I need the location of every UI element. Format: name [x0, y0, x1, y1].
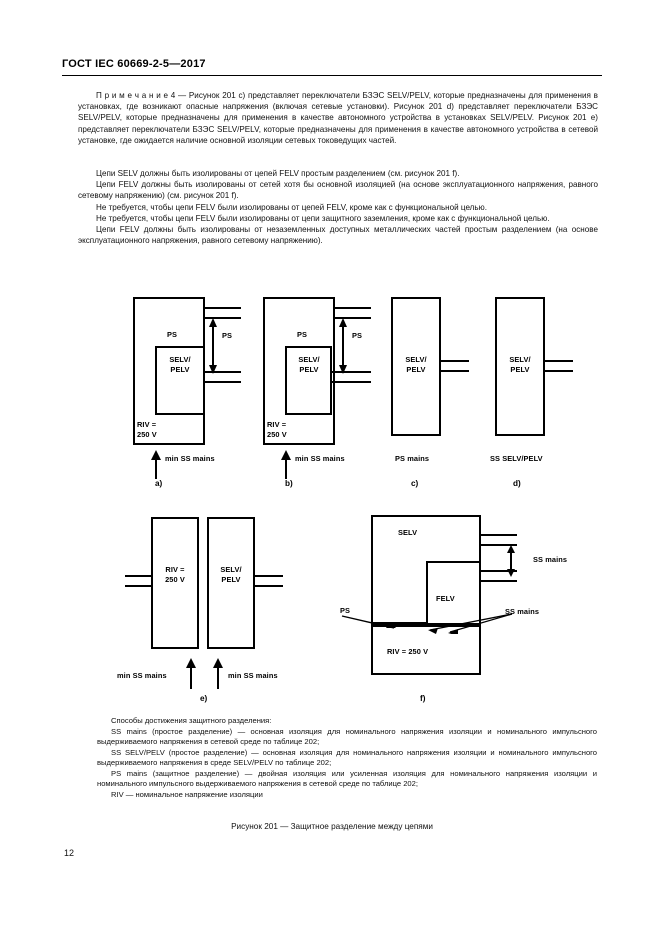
panel-f-terminal-2: [481, 544, 517, 546]
panel-a-terminal-2: [205, 317, 241, 319]
panel-a-outer-label: RIV = 250 V: [137, 420, 157, 439]
panel-b-terminal-3: [332, 371, 371, 373]
panel-f-riv-label: RIV = 250 V: [387, 647, 429, 656]
paragraph-5: Цепи FELV должны быть изолированы от нез…: [78, 225, 598, 246]
panel-e-terminal-left-2: [125, 585, 151, 587]
panel-a-footer-arrow-shaft: [155, 455, 157, 479]
legend-item-ss-mains: SS mains (простое разделение) — основная…: [97, 726, 597, 747]
panel-b-terminal-1: [335, 307, 371, 309]
panel-e-right-arrow-head: [213, 658, 223, 668]
panel-f-key: f): [420, 694, 426, 703]
panel-b-terminal-4: [332, 381, 371, 383]
panel-e-footer-right-label: min SS mains: [228, 671, 278, 680]
panel-d-key: d): [513, 479, 521, 488]
panel-e-terminal-left-1: [125, 575, 151, 577]
panel-e-left-label: RIV = 250 V: [165, 565, 185, 584]
panel-b-inner-box: [285, 346, 332, 415]
panel-d-box: [495, 297, 545, 436]
panel-e-terminal-right-2: [255, 585, 283, 587]
panel-e-left-box: [151, 517, 199, 649]
note-block: П р и м е ч а н и е 4 — Рисунок 201 c) п…: [78, 90, 598, 146]
panel-a-terminal-3: [205, 371, 241, 373]
paragraph-2: Цепи FELV должны быть изолированы от сет…: [78, 180, 598, 201]
panel-a-footer-arrow-head: [151, 450, 161, 460]
panel-c-key: c): [411, 479, 419, 488]
paragraph-1: Цепи SELV должны быть изолированы от цеп…: [96, 169, 460, 178]
panel-e-right-box: [207, 517, 255, 649]
panel-f-felv-label: FELV: [436, 594, 455, 603]
panel-a-inner-box: [155, 346, 205, 415]
panel-b-ps-right: PS: [352, 331, 363, 340]
panel-b-footer-arrow-shaft: [285, 455, 287, 479]
panel-c-box-label: SELV/ PELV: [405, 355, 427, 374]
body-paragraphs: Цепи SELV должны быть изолированы от цеп…: [78, 168, 598, 246]
panel-c-terminal-2: [441, 370, 469, 372]
paragraph-3: Не требуется, чтобы цепи FELV были изоли…: [96, 202, 487, 212]
panel-b-footer-label: min SS mains: [295, 454, 345, 463]
note-paragraph: П р и м е ч а н и е 4 — Рисунок 201 c) п…: [78, 91, 598, 145]
panel-d-footer-label: SS SELV/PELV: [490, 454, 543, 463]
panel-f-ss-arrow-shaft: [510, 549, 512, 571]
legend-item-ps-mains: PS mains (защитное разделение) — двойная…: [97, 768, 597, 789]
figure-caption: Рисунок 201 — Защитное разделение между …: [231, 822, 433, 831]
header-rule: [62, 75, 602, 76]
figure-legend: Способы достижения защитного разделения:…: [97, 716, 597, 800]
panel-f-ss-mains-inner-label: SS mains: [505, 607, 540, 616]
panel-a-ps-arrow-shaft: [212, 322, 214, 368]
panel-f-selv-label: SELV: [398, 528, 418, 537]
panel-a-key: a): [155, 479, 163, 488]
panel-e-right-label: SELV/ PELV: [220, 565, 242, 584]
panel-e-key: e): [200, 694, 208, 703]
panel-f-felv-box: [426, 561, 481, 625]
legend-item-ss-selv-pelv: SS SELV/PELV (простое разделение) — осно…: [97, 747, 597, 768]
panel-e-terminal-right-1: [255, 575, 283, 577]
panel-a-terminal-1: [205, 307, 241, 309]
legend-item-riv: RIV — номинальное напряжение изоляции: [111, 789, 263, 799]
panel-f-terminal-4: [481, 580, 517, 582]
page-number: 12: [64, 848, 75, 858]
panel-a-ps-right: PS: [222, 331, 233, 340]
panel-a-terminal-4: [205, 381, 241, 383]
panel-d-box-label: SELV/ PELV: [509, 355, 531, 374]
panel-b-ps-arrow-shaft: [342, 322, 344, 368]
panel-b-terminal-2: [335, 317, 371, 319]
panel-f-ps-label: PS: [340, 606, 351, 615]
panel-b-inner-label: SELV/ PELV: [298, 355, 320, 374]
panel-a-inner-label: SELV/ PELV: [169, 355, 191, 374]
panel-b-outer-label: RIV = 250 V: [267, 420, 287, 439]
panel-d-terminal-2: [545, 370, 573, 372]
panel-e-left-arrow-head: [186, 658, 196, 668]
panel-f-ps-leader: [341, 615, 396, 629]
paragraph-4: Не требуется, чтобы цепи FELV были изоли…: [96, 213, 550, 223]
panel-f-ss-mains-right-label: SS mains: [533, 555, 568, 564]
page-header: ГОСТ IEC 60669-2-5—2017: [62, 58, 206, 70]
panel-c-terminal-1: [441, 360, 469, 362]
panel-e-footer-left-label: min SS mains: [117, 671, 167, 680]
panel-f-ss-mains-inner-leaders: [428, 613, 513, 634]
panel-e-right-arrow-shaft: [217, 663, 219, 689]
panel-d-terminal-1: [545, 360, 573, 362]
panel-f-ss-arrow-heads: [507, 545, 515, 577]
panel-f-riv-box: [371, 625, 481, 675]
panel-b-key: b): [285, 479, 293, 488]
panel-a-ps-arrow-heads: [209, 318, 217, 374]
panel-e-left-arrow-shaft: [190, 663, 192, 689]
panel-f-ps-bar: [371, 622, 427, 626]
panel-b-ps-left: PS: [296, 330, 308, 339]
panel-c-footer-label: PS mains: [395, 454, 430, 463]
panel-f-terminal-1: [481, 534, 517, 536]
panel-a-footer-label: min SS mains: [165, 454, 215, 463]
panel-b-ps-arrow-heads: [339, 318, 347, 374]
legend-title: Способы достижения защитного разделения:: [111, 716, 272, 725]
panel-b-footer-arrow-head: [281, 450, 291, 460]
panel-f-terminal-3: [481, 570, 517, 572]
panel-a-ps-left: PS: [166, 330, 178, 339]
panel-c-box: [391, 297, 441, 436]
